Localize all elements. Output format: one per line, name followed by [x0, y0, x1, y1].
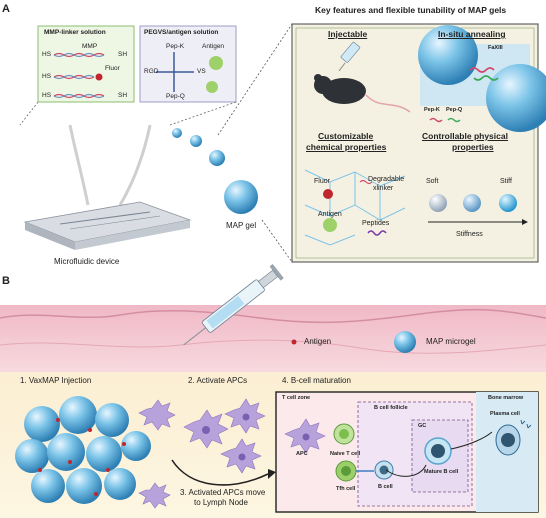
- migration-arrow: [171, 459, 269, 486]
- chem-title-1: Customizable: [318, 131, 374, 141]
- pegvs-molecule: [156, 52, 194, 92]
- chem-degradable-label-2: xlinker: [373, 185, 394, 192]
- vaxmap-cluster: [15, 396, 151, 504]
- gc-label: GC: [418, 423, 427, 429]
- bcell-label: B cell: [378, 484, 393, 490]
- chem-degradable-label-1: Degradable: [368, 176, 405, 183]
- mouse-illustration: [314, 74, 411, 113]
- mmp-linker-strands: [53, 52, 105, 99]
- mmp-row3-right: SH: [118, 92, 128, 99]
- stiff-sphere: [499, 194, 517, 212]
- panel-a-label: A: [2, 3, 10, 15]
- legend-microgel-label: MAP microgel: [426, 337, 476, 346]
- insitu-title: In-situ annealing: [438, 29, 506, 39]
- tcell-zone-label: T cell zone: [282, 395, 311, 401]
- pegvs-antigen: Antigen: [202, 43, 225, 50]
- mid-sphere: [463, 194, 481, 212]
- pegvs-vs: VS: [197, 68, 206, 75]
- mmp-row2-fluor: Fluor: [105, 65, 120, 72]
- droplet-2: [190, 135, 202, 147]
- insitu-pepq-label: Pep-Q: [446, 107, 463, 113]
- droplet-3: [209, 150, 225, 166]
- mmp-box-title: MMP-linker solution: [44, 29, 106, 36]
- peptide-squiggle: [367, 230, 387, 236]
- step4-label: 4. B-cell maturation: [282, 376, 351, 385]
- naive-t-label: Naive T cell: [330, 451, 361, 457]
- panel-b-label: B: [2, 275, 10, 287]
- plasma-label: Plasma cell: [490, 411, 520, 417]
- map-gel-label: MAP gel: [226, 221, 257, 230]
- bone-marrow-label: Bone marrow: [488, 395, 524, 401]
- insitu-annealing-illustration: [418, 25, 546, 132]
- mmp-row3-left: HS: [42, 92, 52, 99]
- chem-antigen-label: Antigen: [318, 211, 342, 218]
- mmp-row1-left: HS: [42, 51, 52, 58]
- mmp-row1-right: SH: [118, 51, 128, 58]
- microfluidic-device-label: Microfluidic device: [54, 257, 120, 266]
- soft-label: Soft: [426, 178, 439, 185]
- faxiii-label: FaXIII: [488, 45, 503, 51]
- bcell-follicle-label: B cell follicle: [374, 405, 408, 411]
- mmp-row2-left: HS: [42, 73, 52, 80]
- phys-title-2: properties: [452, 142, 494, 152]
- legend-antigen-label: Antigen: [304, 337, 332, 346]
- antigen-blob-2: [206, 81, 218, 93]
- features-title: Key features and flexible tunability of …: [315, 5, 507, 15]
- chem-fluor-label: Fluor: [314, 178, 330, 185]
- step3-label-2: to Lymph Node: [194, 498, 248, 507]
- stiff-label: Stiff: [500, 178, 512, 185]
- pegvs-rgd: RGD: [144, 68, 159, 75]
- step3-label-1: 3. Activated APCs move: [180, 488, 266, 497]
- injectable-syringe-icon: [338, 41, 361, 72]
- stiffness-label: Stiffness: [456, 231, 483, 238]
- mmp-row1-mid: MMP: [82, 43, 98, 50]
- fluor-dot: [95, 73, 103, 81]
- apc-cells-cluster: [138, 399, 176, 509]
- antigen-blob-1: [209, 56, 223, 70]
- chem-peptides-label: Peptides: [362, 220, 390, 227]
- map-gel-bead: [224, 180, 258, 214]
- activated-apcs: [183, 398, 266, 474]
- vaccine-syringe: [183, 263, 284, 346]
- microfluidic-device: [23, 201, 192, 250]
- pegvs-pepq: Pep-Q: [166, 93, 185, 100]
- tfh-label: Tfh cell: [336, 486, 356, 492]
- legend-antigen-dot: [291, 339, 297, 345]
- droplet-1: [172, 128, 182, 138]
- injectable-title: Injectable: [328, 29, 368, 39]
- antigen-particle: [323, 218, 337, 232]
- step1-label: 1. VaxMAP Injection: [20, 376, 92, 385]
- chem-title-2: chemical properties: [306, 142, 387, 152]
- step2-label: 2. Activate APCs: [188, 376, 248, 385]
- chemical-network: [304, 169, 406, 246]
- apc-label: APC: [296, 451, 308, 457]
- pegvs-box-title: PEGVS/antigen solution: [144, 29, 219, 36]
- legend-microgel-sphere: [394, 331, 416, 353]
- mmp-linker-box: [37, 25, 135, 103]
- soft-sphere: [429, 194, 447, 212]
- phys-title-1: Controllable physical: [422, 131, 508, 141]
- mature-b-label: Mature B cell: [424, 469, 459, 475]
- fluor-particle: [323, 189, 333, 199]
- insitu-pepk-label: Pep-K: [424, 107, 440, 113]
- pegvs-pepk: Pep-K: [166, 43, 185, 50]
